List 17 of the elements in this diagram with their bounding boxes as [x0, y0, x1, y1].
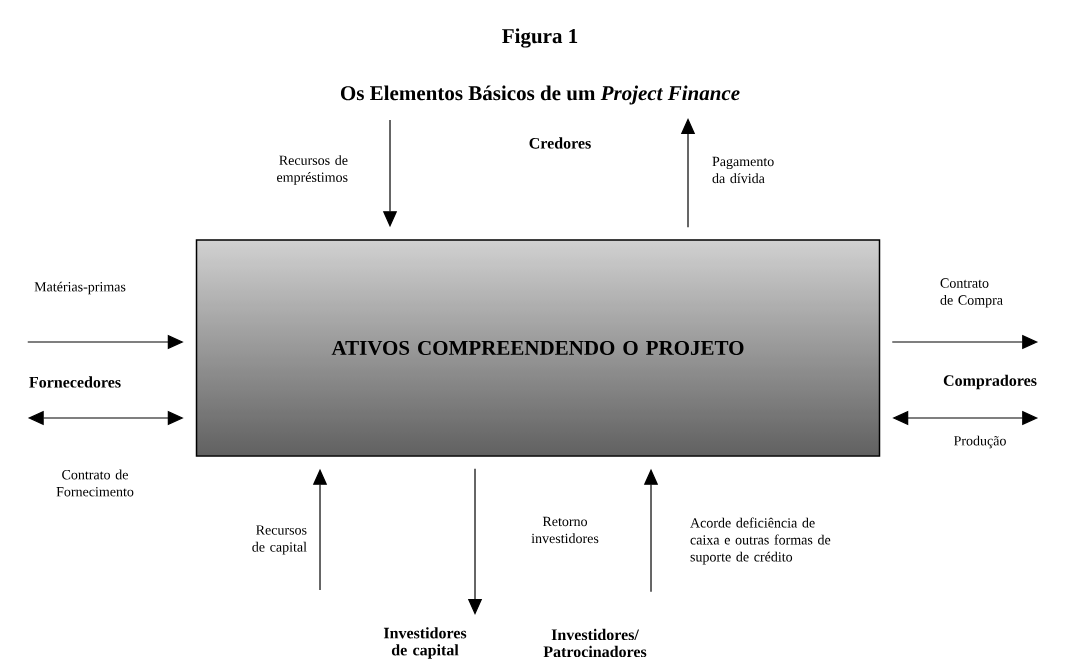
- edge-label: Acorde deficiência de caixa e outras formas de suporte de crédito: [690, 517, 831, 565]
- edge-label: Contrato de Compra: [940, 278, 1003, 308]
- title: Os Elementos Básicos de um Project Finance: [340, 85, 740, 105]
- party-label: Investidores de capital: [383, 627, 467, 659]
- edge-label: Retorno investidores: [531, 516, 599, 544]
- party-label: Investidores/ Patrocinadores: [543, 628, 647, 658]
- project-box: ATIVOS COMPREENDENDO O PROJETO: [195, 239, 881, 457]
- edge-label: Produção: [953, 435, 1006, 449]
- edge-label: Recursos de capital: [252, 525, 307, 555]
- party-label: Compradores: [943, 374, 1037, 390]
- party-label: Fornecedores: [29, 376, 121, 388]
- party-label: Credores: [529, 137, 591, 149]
- figure-number: Figura 1: [502, 28, 578, 48]
- edge-label: Pagamento da dívida: [712, 156, 774, 184]
- edge-label: Recursos de empréstimos: [277, 155, 348, 185]
- edge-label: Contrato de Fornecimento: [56, 469, 134, 497]
- edge-label: Matérias-primas: [34, 281, 126, 295]
